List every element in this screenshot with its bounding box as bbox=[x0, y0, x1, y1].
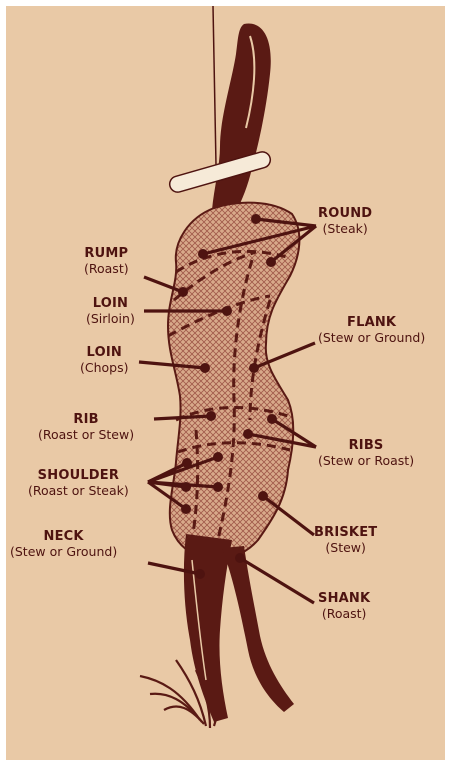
round-use: (Steak) bbox=[318, 222, 372, 236]
label-ribs: RIBS (Stew or Roast) bbox=[318, 439, 414, 468]
rib-name: RIB bbox=[38, 413, 134, 428]
flank-name: FLANK bbox=[318, 316, 425, 331]
shank-name: SHANK bbox=[318, 592, 370, 607]
shoulder-use: (Roast or Steak) bbox=[28, 484, 129, 498]
label-rib: RIB (Roast or Stew) bbox=[38, 413, 134, 442]
label-rump: RUMP (Roast) bbox=[84, 247, 129, 276]
shoulder-name: SHOULDER bbox=[28, 469, 129, 484]
label-neck: NECK (Stew or Ground) bbox=[10, 530, 117, 559]
loin-chops-name: LOIN bbox=[80, 346, 129, 361]
neck-name: NECK bbox=[10, 530, 117, 545]
label-flank: FLANK (Stew or Ground) bbox=[318, 316, 425, 345]
brisket-name: BRISKET bbox=[314, 526, 377, 541]
round-name: ROUND bbox=[318, 207, 372, 222]
label-shoulder: SHOULDER (Roast or Steak) bbox=[28, 469, 129, 498]
flank-use: (Stew or Ground) bbox=[318, 331, 425, 345]
label-round: ROUND (Steak) bbox=[318, 207, 372, 236]
loin-sirloin-use: (Sirloin) bbox=[86, 312, 135, 326]
loin-sirloin-name: LOIN bbox=[86, 297, 135, 312]
label-loin-chops: LOIN (Chops) bbox=[80, 346, 129, 375]
rump-name: RUMP bbox=[84, 247, 129, 262]
brisket-use: (Stew) bbox=[314, 541, 377, 555]
rump-use: (Roast) bbox=[84, 262, 129, 276]
loin-chops-use: (Chops) bbox=[80, 361, 129, 375]
label-brisket: BRISKET (Stew) bbox=[314, 526, 377, 555]
neck-use: (Stew or Ground) bbox=[10, 545, 117, 559]
rib-use: (Roast or Stew) bbox=[38, 428, 134, 442]
shank-use: (Roast) bbox=[318, 607, 370, 621]
label-loin-sirloin: LOIN (Sirloin) bbox=[86, 297, 135, 326]
ribs-name: RIBS bbox=[318, 439, 414, 454]
label-shank: SHANK (Roast) bbox=[318, 592, 370, 621]
ribs-use: (Stew or Roast) bbox=[318, 454, 414, 468]
